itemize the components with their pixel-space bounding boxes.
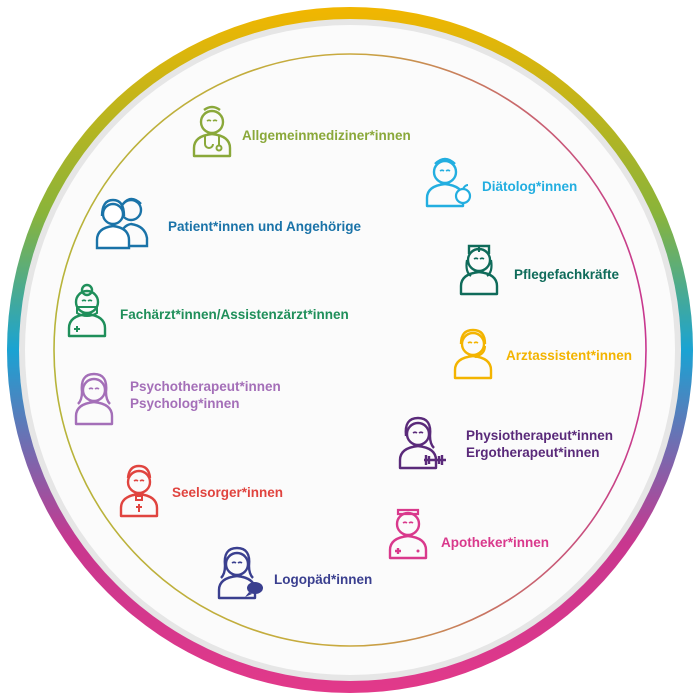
role-label-line: Allgemeinmediziner*innen [242,128,411,143]
role-label-line: Pflegefachkräfte [514,267,620,282]
role-label-line: Physiotherapeut*innen [466,428,614,443]
inner-thin-ring [53,53,647,647]
role-label-pflege: Pflegefachkräfte [514,266,619,283]
role-label-apotheker: Apotheker*innen [441,534,549,551]
inner-disc [25,25,675,675]
role-label-patienten: Patient*innen und Angehörige [168,218,361,235]
role-label-line: Diätolog*innen [482,179,578,194]
role-label-arztassistent: Arztassistent*innen [506,347,632,364]
doctor-stethoscope-icon [182,100,242,160]
role-label-line: Ergotherapeut*innen [466,445,600,460]
pharmacist-icon [378,502,438,562]
woman-dumbbell-icon [388,412,448,472]
woman-icon [64,368,124,428]
role-label-facharzt: Fachärzt*innen/Assistenzärzt*innen [120,306,349,323]
role-label-diaetolog: Diätolog*innen [482,178,577,195]
role-label-line: Logopäd*innen [274,572,373,587]
role-label-line: Apotheker*innen [441,535,550,550]
person-apple-icon [415,150,475,210]
role-label-line: Patient*innen und Angehörige [168,219,362,234]
role-label-line: Fachärzt*innen/Assistenzärzt*innen [120,307,349,322]
role-label-line: Psychotherapeut*innen [130,379,281,394]
nurse-cap-icon [449,238,509,298]
woman-speech-bubble-icon [207,542,267,602]
role-label-line: Psycholog*innen [130,396,240,411]
role-label-line: Arztassistent*innen [506,348,633,363]
role-label-logopaed: Logopäd*innen [274,571,372,588]
two-people-icon [93,190,153,250]
role-label-line: Seelsorger*innen [172,485,284,500]
priest-cross-icon [109,460,169,520]
assistant-headset-icon [443,322,503,382]
role-label-seelsorger: Seelsorger*innen [172,484,283,501]
role-label-allgemein: Allgemeinmediziner*innen [242,127,411,144]
surgeon-head-mirror-icon [57,280,117,340]
